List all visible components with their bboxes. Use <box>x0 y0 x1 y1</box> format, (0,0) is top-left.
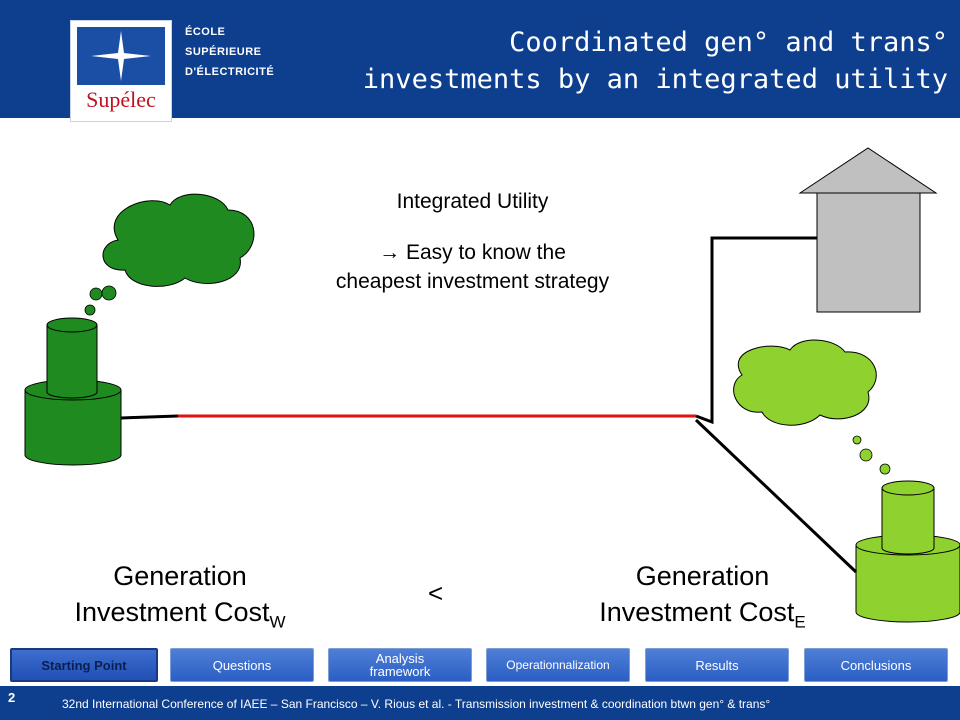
slide-title-line-2: investments by an integrated utility <box>362 64 948 95</box>
integrated-utility-title: Integrated Utility <box>396 190 549 213</box>
generation-cost-west-line-1: Generation <box>113 561 247 591</box>
slide-title-line-1: Coordinated gen° and trans° <box>509 27 948 58</box>
footer-conference-text: 32nd International Conference of IAEE – … <box>62 697 771 711</box>
power-plant-east-icon <box>855 480 960 623</box>
cost-comparator: < <box>428 578 444 608</box>
smoke-cloud-west-icon <box>84 193 255 316</box>
footer-bar <box>0 686 960 720</box>
generation-cost-east-line-1: Generation <box>635 561 770 591</box>
nav-questions[interactable]: Questions <box>170 648 314 682</box>
generation-cost-west-line-2: Investment Cost <box>74 597 270 627</box>
nav-analysis-framework[interactable]: Analysis framework <box>328 648 472 682</box>
nav-conclusions[interactable]: Conclusions <box>804 648 948 682</box>
slide-title: Coordinated gen° and trans° investments … <box>308 24 948 98</box>
utility-desc-line-2: cheapest investment strategy <box>335 270 610 293</box>
nav-starting-point[interactable]: Starting Point <box>10 648 158 682</box>
smoke-cloud-east-icon <box>733 339 891 475</box>
school-name: ÉCOLE SUPÉRIEURE D'ÉLECTRICITÉ <box>185 22 274 82</box>
generation-cost-east-subscript: E <box>794 612 806 632</box>
generation-cost-east-label: Generation Investment CostE <box>565 558 840 640</box>
school-name-line-3: D'ÉLECTRICITÉ <box>185 66 275 78</box>
transmission-lines <box>120 236 858 574</box>
nav-results[interactable]: Results <box>645 648 789 682</box>
school-name-line-2: SUPÉRIEURE <box>185 46 262 58</box>
generation-cost-west-label: Generation Investment CostW <box>35 558 325 640</box>
utility-desc-line-1: Easy to know the <box>405 241 566 264</box>
school-name-line-1: ÉCOLE <box>185 26 226 38</box>
svg-text:Supélec: Supélec <box>86 87 156 112</box>
page-number: 2 <box>8 690 16 705</box>
supelec-logo: Supélec <box>70 20 172 122</box>
generation-cost-west-subscript: W <box>269 612 286 632</box>
arrow-right-icon: → <box>379 241 401 264</box>
generation-cost-east-line-2: Investment Cost <box>599 597 795 627</box>
nav-operationnalization[interactable]: Operationnalization <box>486 648 630 682</box>
integrated-utility-description: → Easy to know the cheapest investment s… <box>280 238 665 296</box>
power-plant-west-icon <box>24 317 122 466</box>
house-consumer-icon <box>798 147 938 313</box>
